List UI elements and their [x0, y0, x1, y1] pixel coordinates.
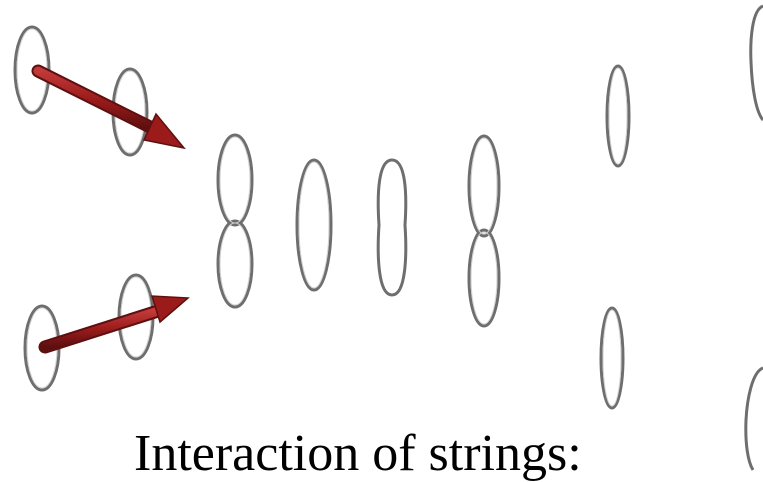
string-loop-icon — [599, 306, 625, 410]
string-loop-icon — [749, 4, 763, 121]
motion-arrow-icon — [31, 64, 186, 150]
string-loop-icon — [744, 366, 763, 471]
string-loop-icon — [605, 64, 631, 168]
string-loop-icon — [216, 133, 254, 309]
string-loop-icon — [376, 158, 408, 297]
caption: Interaction of strings: — [134, 425, 582, 482]
string-loop-icon — [295, 158, 333, 292]
string-loop-icon — [467, 134, 501, 328]
motion-arrow-icon — [38, 295, 190, 354]
